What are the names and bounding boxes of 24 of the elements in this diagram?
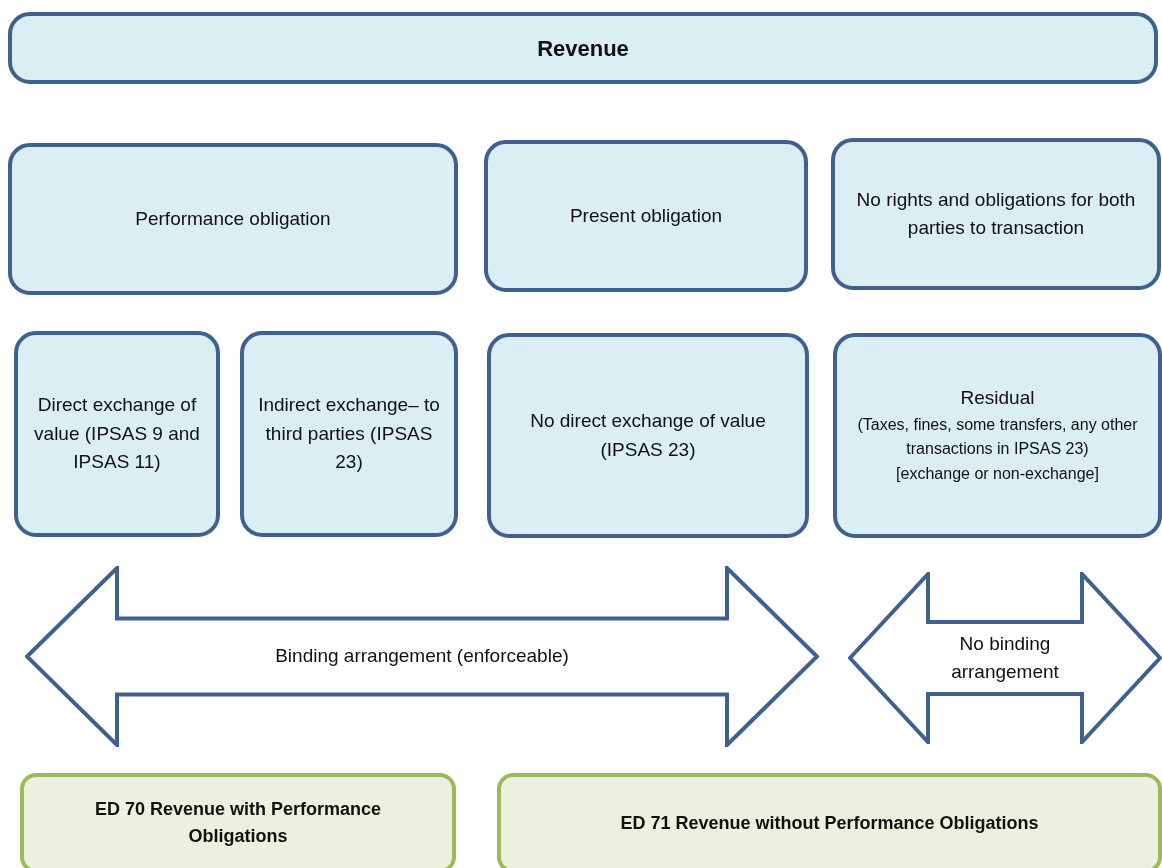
category-box [14,331,220,537]
category-box [484,140,808,292]
standard-box [497,773,1162,868]
box-label: No rights and obligations for both parties to transaction [855,187,1137,240]
category-box [487,333,809,538]
category-box [240,331,458,537]
arrow-label: No binding arrangement [950,631,1060,684]
category-box [831,138,1161,290]
box-label: ED 70 Revenue with Performance Obligations [93,798,383,848]
box-label: Present obligation [569,203,723,228]
box-label: Performance obligation [135,206,331,231]
box-label: Residual [960,386,1035,411]
category-box [8,143,458,295]
box-label: Direct exchange of value (IPSAS 9 and IPSAS 11) [33,393,201,475]
box-label: Revenue [537,34,629,63]
box-label: No direct exchange of value (IPSAS 23) [529,409,767,462]
arrow-label: Binding arrangement (enforceable) [275,644,569,669]
heading-box [8,12,1158,84]
box-note: (Taxes, fines, some transfers, any other transactions in IPSAS 23) [856,414,1139,460]
category-box [833,333,1162,538]
box-label: ED 71 Revenue without Performance Obligations [620,811,1039,835]
standard-box [20,773,456,868]
box-label: Indirect exchange– to third parties (IPSAS 23) [257,393,441,475]
box-note: [exchange or non-exchange] [896,464,1099,485]
